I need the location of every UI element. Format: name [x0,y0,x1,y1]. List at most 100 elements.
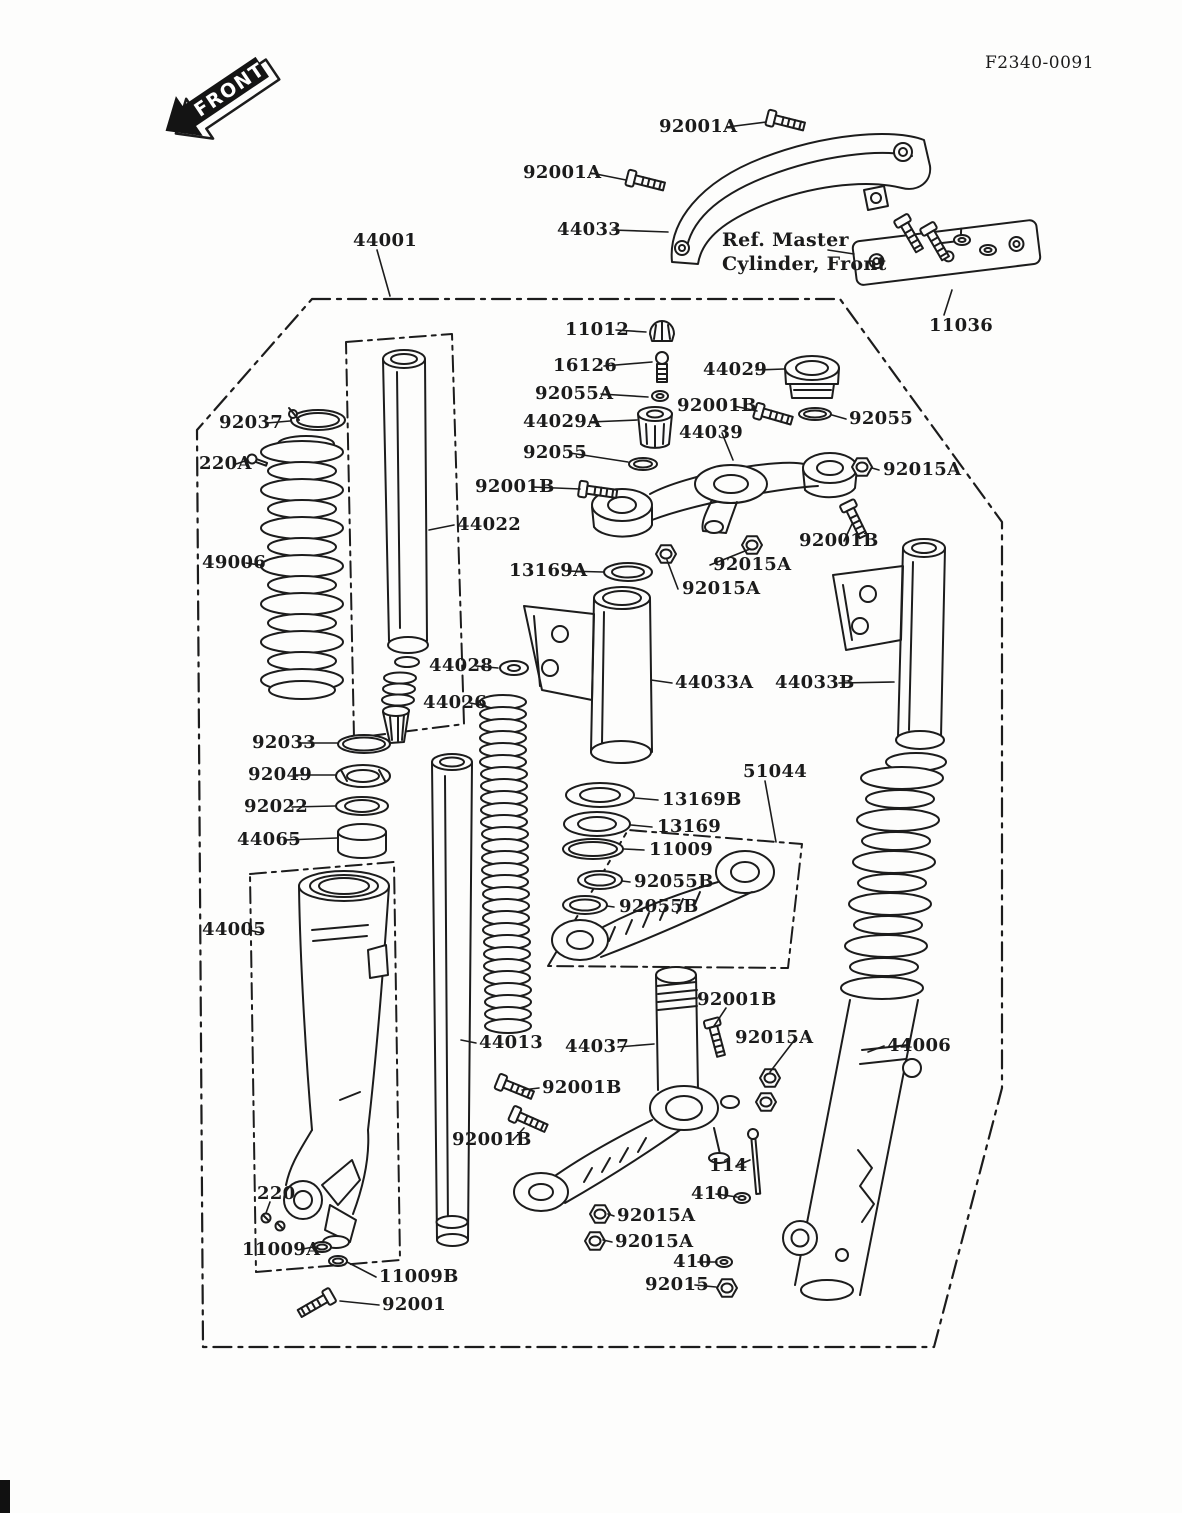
label-92055b-2: 92055B [619,896,699,917]
part-92001a-bolt-1 [764,108,807,136]
part-92055-oring-left [628,457,658,471]
subassembly-box-44022 [345,333,465,739]
label-44022: 44022 [457,514,522,535]
label-92015a-1: 92015A [883,459,962,480]
part-11012-cap [649,320,675,342]
label-92015a-3: 92015A [682,578,761,599]
part-410-washer-2 [715,1256,733,1268]
label-92001b-1: 92001B [677,395,757,416]
part-bracket-washer-2 [979,244,997,256]
front-arrow-badge: FRONT [165,56,281,140]
part-220a-screw [246,453,269,467]
ref-note-line-2: Cylinder, Front [722,253,887,275]
label-44033b: 44033B [775,672,855,693]
part-51044-holder [551,850,775,961]
part-44065-bushing [337,823,387,859]
leader-lines [235,121,953,1306]
part-92015a-nut-5 [755,1092,777,1112]
part-44033a-stem-tube [523,586,653,764]
part-13169a-race [603,562,653,582]
label-44028: 44028 [429,655,494,676]
label-44033a: 44033A [675,672,754,693]
label-410-1: 410 [691,1183,730,1204]
label-49006: 49006 [202,552,267,573]
label-44065: 44065 [237,829,302,850]
label-92001b-3: 92001B [799,530,879,551]
label-92001b-2: 92001B [475,476,555,497]
label-11009: 11009 [649,839,714,860]
part-92015a-nut-1 [851,457,873,477]
label-92055b-1: 92055B [634,871,714,892]
label-92033: 92033 [252,732,317,753]
label-13169: 13169 [657,816,722,837]
part-92015a-nut-3 [655,544,677,564]
part-92015-nut [716,1278,738,1298]
label-92015: 92015 [645,1274,710,1295]
label-51044: 51044 [743,761,808,782]
label-92001b-5: 92001B [542,1077,622,1098]
part-410-washer-1 [733,1192,751,1204]
part-92015a-nut-7 [584,1231,606,1251]
part-44022-inner-tube [381,349,429,744]
label-11009a: 11009A [242,1239,321,1260]
label-44033: 44033 [557,219,622,240]
label-220: 220 [257,1183,296,1204]
label-11009b: 11009B [379,1266,459,1287]
label-92015a-2: 92015A [713,554,792,575]
label-220a: 220A [199,453,252,474]
label-92037: 92037 [219,412,284,433]
label-92001a-2: 92001A [523,162,602,183]
label-92015a-6: 92015A [615,1231,694,1252]
label-44006: 44006 [887,1035,952,1056]
part-44029-fork-cap [784,355,840,399]
label-92055-2: 92055 [523,442,588,463]
label-92015a-5: 92015A [617,1205,696,1226]
label-92055a: 92055A [535,383,614,404]
part-220-screws [260,1212,286,1232]
part-92055b-oring-1 [577,870,623,890]
part-11009-ring [562,838,624,860]
part-92055a-washer [651,390,669,402]
part-49006-fork-boot [260,435,344,700]
part-44029a-stem-bolt [637,406,673,449]
label-44037: 44037 [565,1036,630,1057]
label-13169a: 13169A [509,560,588,581]
label-92001a-1: 92001A [659,116,738,137]
ref-note-line-1: Ref. Master [722,229,849,251]
part-16126-screw [655,351,669,383]
label-92049: 92049 [248,764,313,785]
part-92015a-nut-6 [589,1204,611,1224]
label-92015a-4: 92015A [735,1027,814,1048]
part-92033-ring [337,734,391,754]
part-92001a-bolt-2 [624,168,667,196]
part-92001b-bolt-5 [493,1072,537,1104]
part-44033-hose-guide [670,133,932,265]
part-44033b-fork-assembly [782,538,947,1301]
part-44013-inner-tube [431,753,473,1247]
part-44005-outer-tube [283,870,390,1249]
part-11009a-ring [312,1241,332,1253]
part-92001b-bolt-1 [751,401,795,430]
label-11012: 11012 [565,319,630,340]
label-44001: 44001 [353,230,418,251]
part-44028-spring-seat [499,660,529,676]
part-92055-oring-right [798,407,832,421]
label-92001: 92001 [382,1294,447,1315]
part-92049-oil-seal [335,764,391,788]
scan-artifact-bar [0,1480,10,1513]
part-92001-bolt [294,1286,338,1322]
label-44026: 44026 [423,692,488,713]
label-44005: 44005 [202,919,267,940]
label-114: 114 [709,1155,748,1176]
assembly-outline-44001 [195,297,1004,1349]
part-92055b-oring-2 [562,895,608,915]
part-44037-steering-stem [513,966,740,1212]
label-44029a: 44029A [523,411,602,432]
label-44039: 44039 [679,422,744,443]
label-11036: 11036 [929,315,994,336]
subassembly-box-44005 [249,861,401,1273]
part-92037-clamp [288,407,346,431]
part-44026-fork-spring [479,694,532,1034]
